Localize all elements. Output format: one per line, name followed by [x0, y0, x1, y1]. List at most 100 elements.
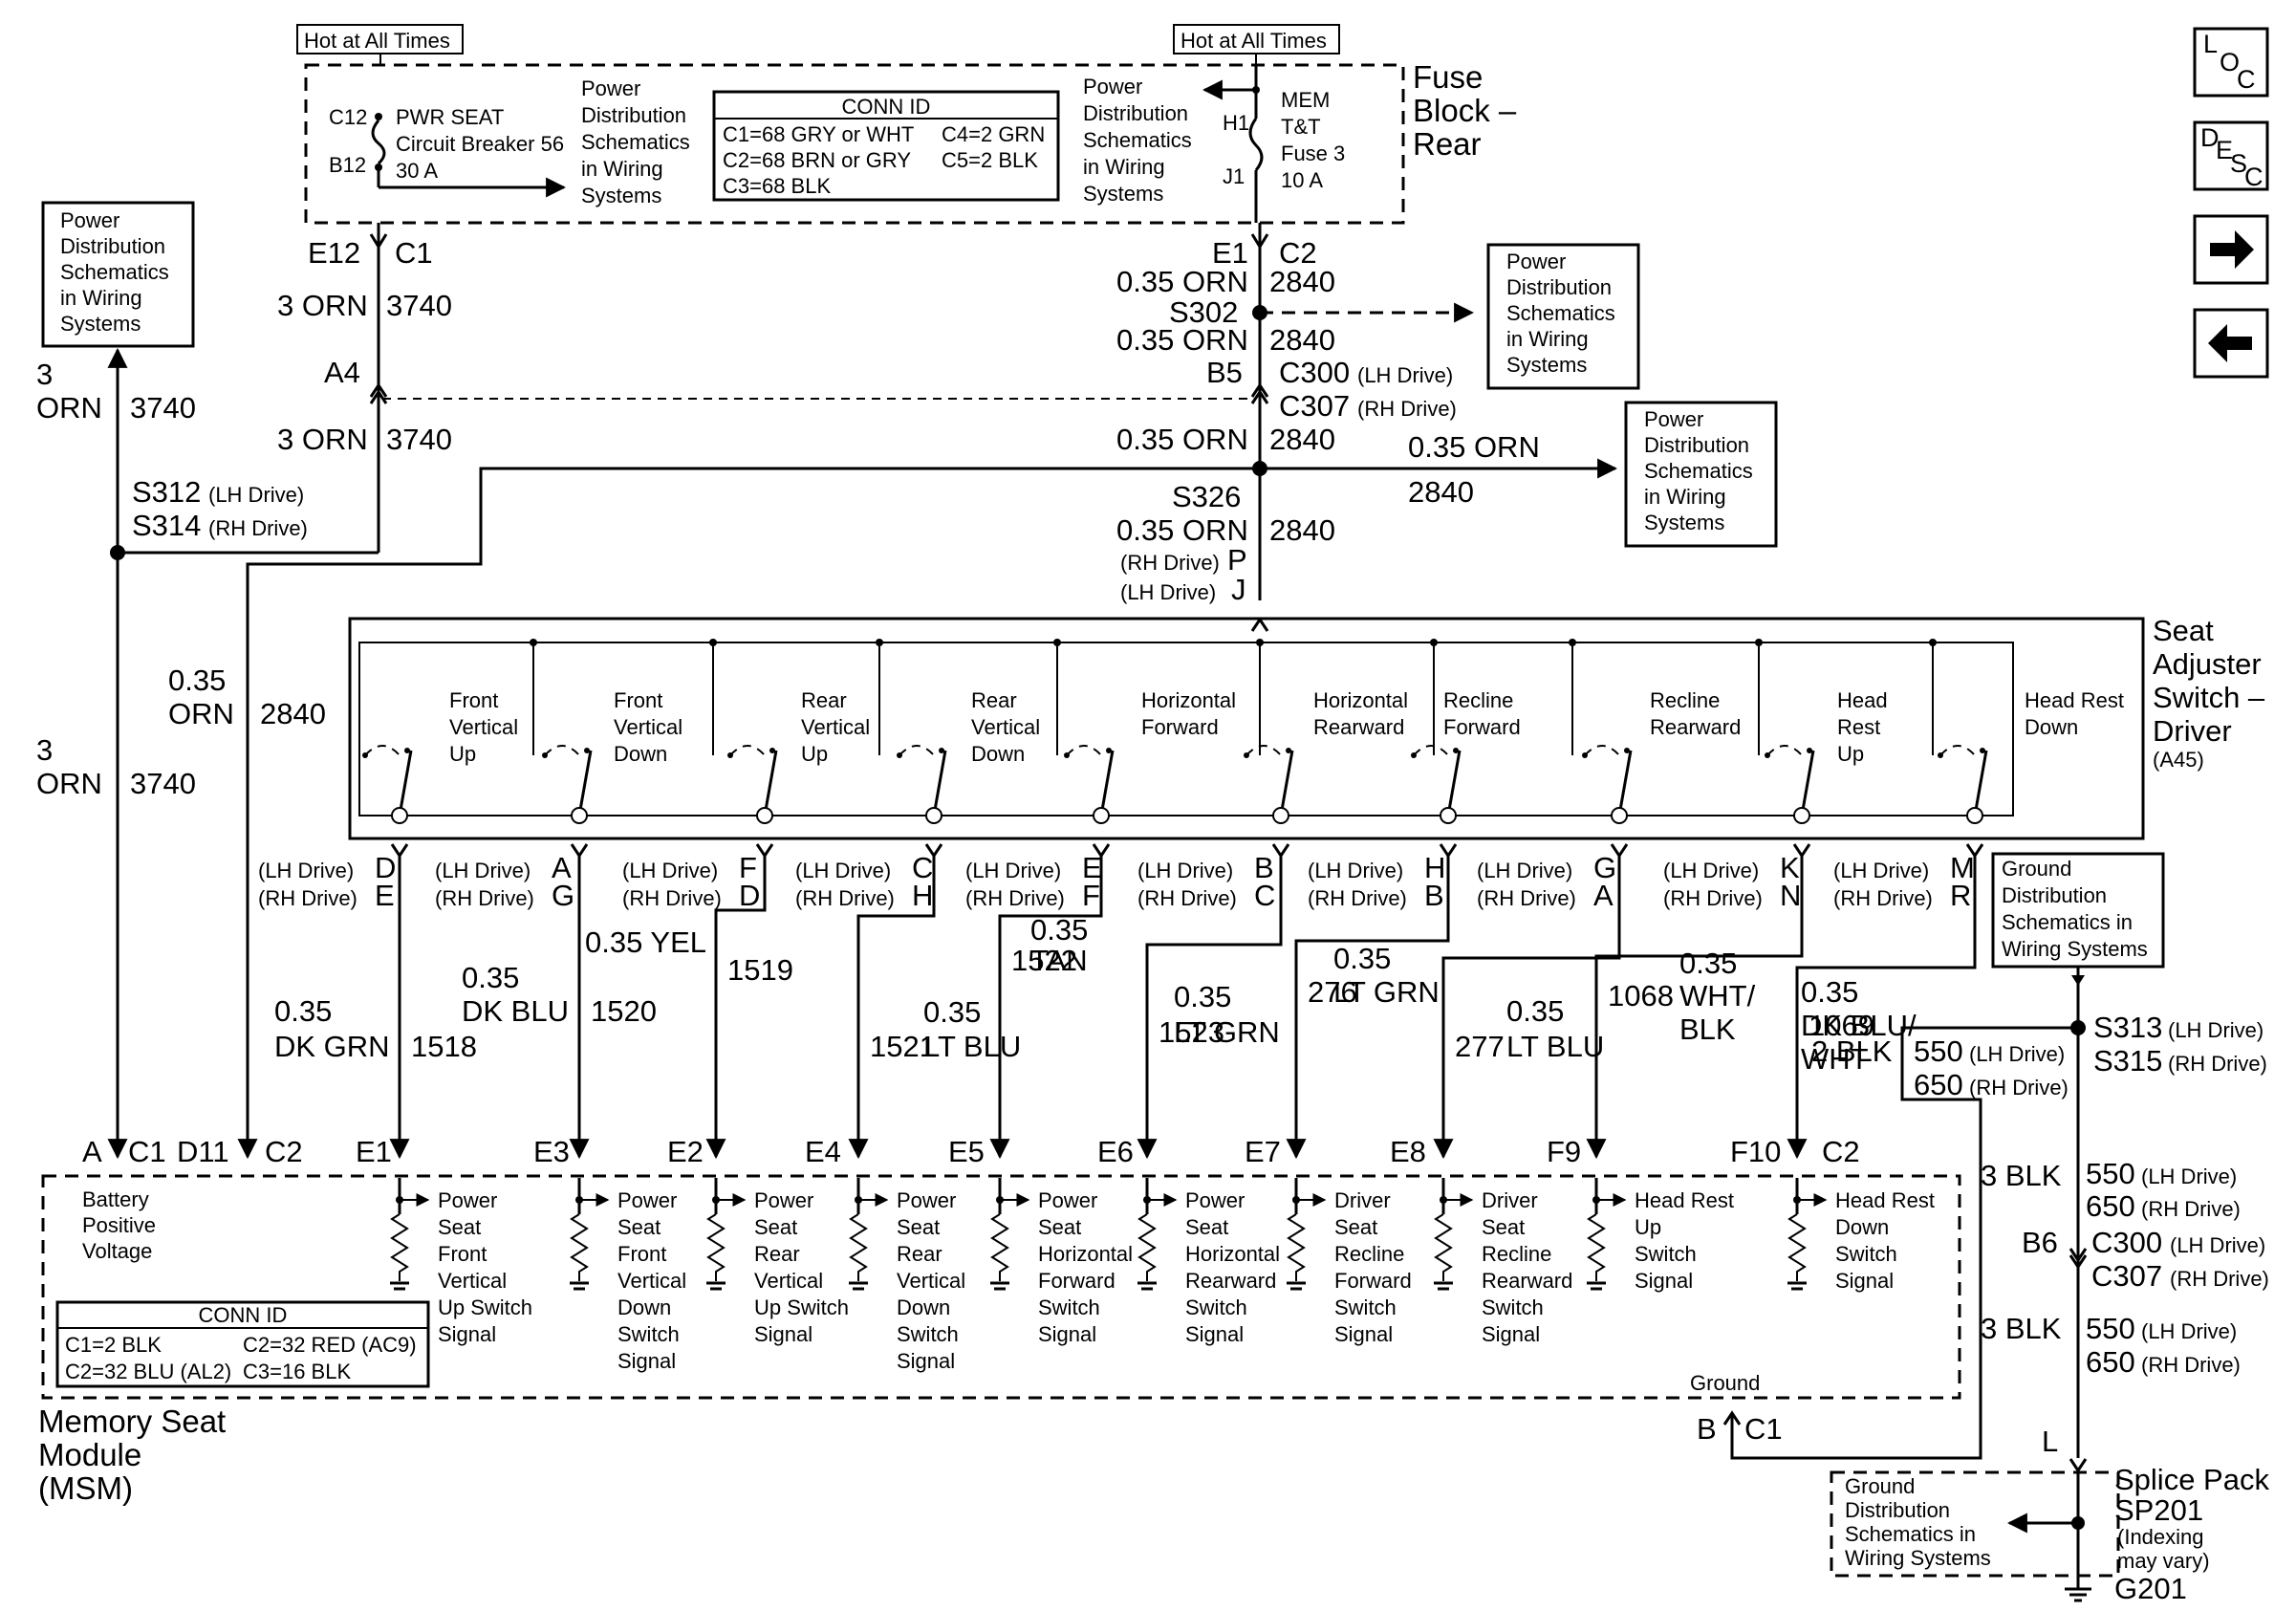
switch-label: Front	[449, 688, 498, 712]
switch-contact-a	[1582, 752, 1588, 758]
svg-text:(RH Drive): (RH Drive)	[2168, 1052, 2267, 1076]
signal-label: Vertical	[617, 1269, 686, 1293]
svg-text:C: C	[2237, 65, 2256, 94]
msm-pin: F9	[1547, 1135, 1581, 1168]
wire	[848, 854, 936, 1160]
bus-node	[1929, 639, 1937, 646]
switch-contact-b	[1980, 748, 1985, 753]
svg-text:Schematics in: Schematics in	[1845, 1522, 1976, 1546]
signal-label: Seat	[754, 1215, 797, 1239]
cb-label-1: PWR SEAT	[396, 105, 504, 129]
switch-contact-a	[362, 752, 368, 758]
svg-text:Distribution: Distribution	[2002, 883, 2107, 907]
svg-text:C1: C1	[128, 1135, 166, 1168]
pd-left-2: Distribution	[581, 103, 686, 127]
switch-contact-arc	[1245, 745, 1282, 756]
switch-blade	[932, 750, 947, 816]
fuse-label-4: 10 A	[1281, 168, 1323, 192]
svg-text:(LH Drive): (LH Drive)	[2170, 1233, 2265, 1257]
svg-text:C307: C307	[1279, 389, 1350, 423]
signal-label: Signal	[754, 1322, 812, 1346]
pin-rh: H	[912, 879, 933, 912]
svg-text:2 BLK: 2 BLK	[1811, 1034, 1893, 1068]
svg-text:Module: Module	[38, 1437, 141, 1472]
cb-label-2: Circuit Breaker 56	[396, 132, 564, 156]
pd-left-4: in Wiring	[581, 157, 663, 181]
signal-label: Power	[1038, 1188, 1097, 1212]
switch-blade	[398, 750, 413, 816]
desc-button[interactable]: D E S C	[2193, 120, 2269, 191]
svg-text:L: L	[2042, 1425, 2058, 1458]
switch-contact-arc	[544, 745, 580, 756]
signal-label: Horizontal	[1038, 1242, 1133, 1266]
svg-text:B5: B5	[1206, 356, 1243, 389]
wire	[1787, 854, 1977, 1160]
pd-left-1: Power	[581, 76, 640, 100]
cb-terminal-top	[375, 113, 382, 120]
svg-text:2840: 2840	[1269, 423, 1335, 456]
svg-text:Systems: Systems	[1506, 353, 1587, 377]
svg-text:S314: S314	[132, 509, 201, 542]
svg-text:Distribution: Distribution	[60, 234, 165, 258]
svg-text:Schematics in: Schematics in	[2002, 910, 2133, 934]
pin-note-rh: (RH Drive)	[435, 886, 534, 910]
svg-text:C2: C2	[1822, 1135, 1860, 1168]
pin-c1-top: C1	[395, 236, 433, 270]
circuit-number: 1521	[870, 1030, 936, 1063]
fuse-conn-id-r2b: C5=2 BLK	[942, 148, 1038, 172]
fuse-symbol	[1248, 118, 1264, 171]
signal-label: Seat	[1038, 1215, 1081, 1239]
svg-text:C300: C300	[1279, 356, 1350, 389]
wire	[1433, 854, 1621, 1160]
msm-pin: E5	[948, 1135, 985, 1168]
svg-text:SP201: SP201	[2114, 1493, 2203, 1527]
svg-text:Systems: Systems	[1644, 511, 1724, 534]
svg-text:Adjuster: Adjuster	[2153, 647, 2262, 681]
wire-color: DK GRN	[274, 1030, 390, 1063]
svg-text:Ground: Ground	[2002, 857, 2071, 881]
wire-color: LT GRN	[1333, 975, 1440, 1009]
svg-text:Power: Power	[1506, 250, 1566, 273]
svg-text:C2=32 RED (AC9): C2=32 RED (AC9)	[243, 1333, 417, 1357]
pin-rh: F	[1082, 879, 1100, 912]
next-arrow-button[interactable]	[2193, 214, 2269, 285]
svg-text:0.35 ORN: 0.35 ORN	[1116, 423, 1248, 456]
svg-text:3740: 3740	[386, 423, 452, 456]
circuit-number: 1518	[411, 1030, 477, 1063]
prev-arrow-button[interactable]	[2193, 308, 2269, 379]
svg-text:550: 550	[1914, 1034, 1963, 1068]
switch-label: Horizontal	[1313, 688, 1408, 712]
svg-text:Seat: Seat	[2153, 614, 2214, 647]
switch-contact-a	[1244, 752, 1249, 758]
svg-text:Ground: Ground	[1690, 1371, 1760, 1395]
svg-text:550: 550	[2086, 1157, 2135, 1190]
signal-label: Switch	[617, 1322, 680, 1346]
msm-pin: F10	[1730, 1135, 1781, 1168]
svg-text:(LH Drive): (LH Drive)	[1969, 1042, 2065, 1066]
pd-box-left	[41, 201, 195, 348]
svg-text:2840: 2840	[1269, 323, 1335, 357]
svg-text:(LH Drive): (LH Drive)	[1120, 580, 1216, 604]
switch-label: Recline	[1650, 688, 1720, 712]
svg-text:3740: 3740	[130, 767, 196, 800]
switch-contact-b	[939, 748, 944, 753]
loc-button[interactable]: L O C	[2193, 27, 2269, 98]
svg-text:Switch –: Switch –	[2153, 681, 2265, 714]
pin-lh: E	[1082, 851, 1102, 884]
wire	[1137, 854, 1283, 1160]
pin-note-lh: (LH Drive)	[1663, 859, 1759, 882]
signal-label: Vertical	[897, 1269, 965, 1293]
signal-label: Signal	[1635, 1269, 1693, 1293]
pd-left-3: Schematics	[581, 130, 690, 154]
svg-text:3 BLK: 3 BLK	[1981, 1312, 2062, 1345]
pin-note-lh: (LH Drive)	[795, 859, 891, 882]
msm-pin: E3	[533, 1135, 570, 1168]
pin-lh: A	[552, 851, 572, 884]
switch-pivot	[1440, 807, 1457, 824]
svg-text:S313: S313	[2093, 1011, 2162, 1044]
signal-label: Rear	[897, 1242, 942, 1266]
pin-note-lh: (LH Drive)	[1833, 859, 1929, 882]
switch-label: Down	[971, 742, 1025, 766]
pin-note-rh: (RH Drive)	[258, 886, 357, 910]
